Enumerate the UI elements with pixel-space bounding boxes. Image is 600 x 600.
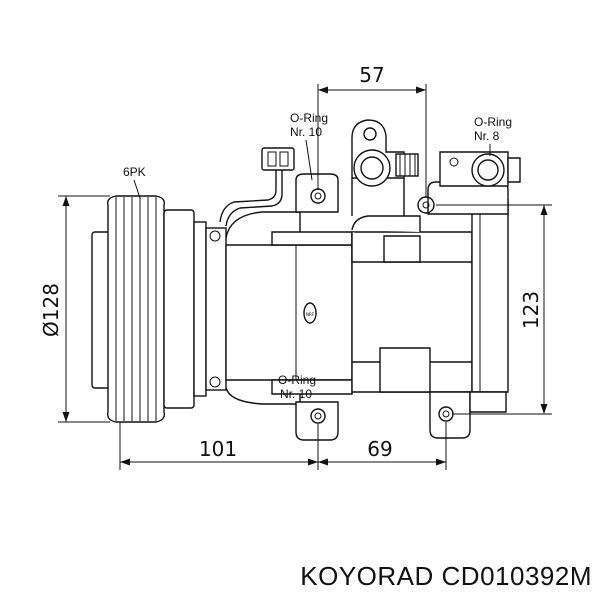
oring-left-label: O-Ring Nr. 10 bbox=[290, 111, 328, 181]
belt-type: 6PK bbox=[123, 165, 146, 179]
dim-bottom-right: 69 bbox=[367, 437, 392, 461]
compressor-body: NRF bbox=[219, 119, 521, 441]
oring-right-line2: Nr. 8 bbox=[474, 129, 500, 143]
pulley bbox=[91, 195, 227, 423]
oring-lower-line1: O-Ring bbox=[278, 373, 316, 387]
svg-text:NRF: NRF bbox=[306, 312, 315, 317]
footer-brand: KOYORAD CD010392M bbox=[300, 561, 592, 592]
dim-pulley-diameter: Ø128 bbox=[39, 283, 63, 337]
oring-lower-label: O-Ring Nr. 10 bbox=[278, 373, 316, 401]
brand-name: KOYORAD bbox=[300, 561, 434, 591]
oring-right-label: O-Ring Nr. 8 bbox=[474, 115, 512, 156]
oring-lower-line2: Nr. 10 bbox=[280, 387, 312, 401]
dimension-right: 123 bbox=[436, 204, 552, 415]
dimension-bottom: 101 69 bbox=[119, 422, 447, 470]
belt-label: 6PK bbox=[123, 165, 146, 199]
dimension-top: 57 bbox=[317, 63, 427, 198]
dim-height-right: 123 bbox=[519, 291, 543, 329]
dimension-pulley: Ø128 bbox=[39, 195, 110, 423]
oring-right-line1: O-Ring bbox=[474, 115, 512, 129]
part-number: CD010392M bbox=[441, 561, 592, 591]
dim-bottom-left: 101 bbox=[199, 437, 237, 461]
oring-left-line1: O-Ring bbox=[290, 111, 328, 125]
dim-top-width: 57 bbox=[359, 63, 384, 87]
oring-left-line2: Nr. 10 bbox=[290, 125, 322, 139]
